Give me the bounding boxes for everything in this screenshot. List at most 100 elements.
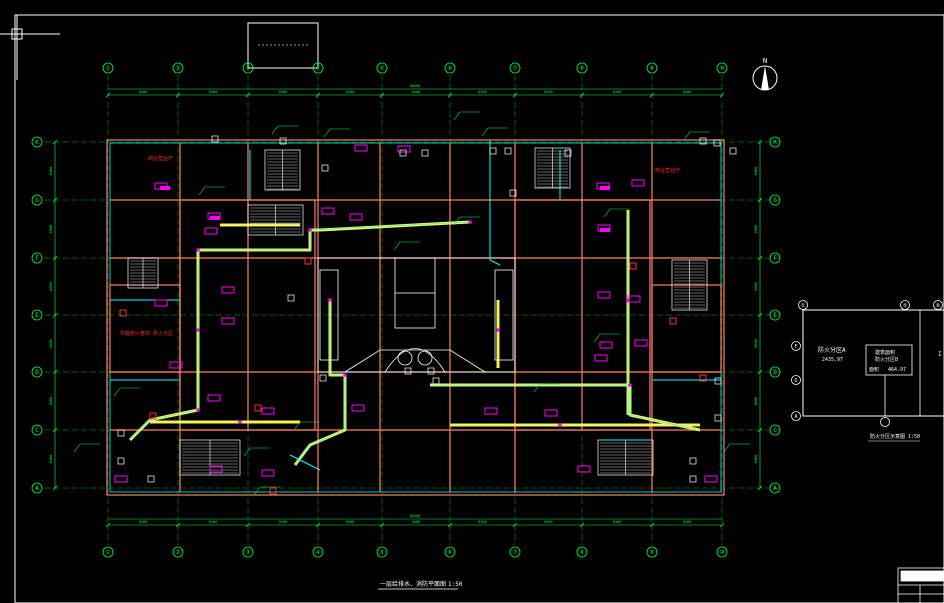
row-dim-label: 6600	[754, 339, 758, 347]
room-tag	[204, 227, 218, 235]
axis-row-label: G	[35, 197, 39, 204]
axis-bubble-row	[31, 136, 43, 148]
axis-bubble-col	[376, 62, 388, 74]
axis-bubble-row	[31, 309, 43, 321]
axis-col-label: ②	[175, 65, 180, 72]
note-leader	[683, 131, 691, 141]
inset-center-line2: 防火分区B	[875, 356, 898, 363]
bay-dim-label: 8400	[346, 520, 354, 524]
valve-dot	[496, 328, 500, 332]
bay-dim-label: 8400	[209, 520, 217, 524]
row-dim-label: 8400	[49, 167, 53, 175]
north-label: N	[763, 57, 767, 65]
axis-bubble-col	[242, 546, 254, 558]
inset-title: 防火分区示意图	[870, 433, 905, 440]
fixture-box	[714, 377, 722, 385]
room-tag	[169, 361, 183, 369]
room-tag	[627, 295, 641, 303]
axis-col-label: ④	[315, 65, 320, 72]
inset-col-bubble	[900, 300, 910, 310]
fixture-box	[714, 414, 722, 422]
inset-row-label: D	[794, 378, 797, 384]
axis-row-label: C	[35, 427, 39, 434]
fixture-box	[432, 377, 440, 385]
axis-row-label: E	[773, 312, 777, 319]
valve-dot	[196, 408, 200, 412]
room-label-right: 商业营业厅	[655, 167, 680, 174]
axis-col-label: ⑩	[719, 65, 724, 72]
bay-dim-label: 8400	[346, 90, 354, 94]
note-leader	[323, 128, 331, 138]
valve-dot	[468, 220, 472, 224]
valve-dot	[196, 328, 200, 332]
note-leader	[113, 387, 121, 397]
axis-row-label: E	[35, 312, 39, 319]
inset-row-bubble	[791, 375, 801, 385]
fire-zone-inset: 防火分区A 2435.97 建筑面积 防火分区B 面积 464.97 I 防火分…	[791, 300, 944, 442]
note-leader	[198, 186, 206, 196]
water-pipes	[128, 210, 701, 466]
axis-row-label: F	[773, 255, 777, 262]
axis-bubble-row	[769, 136, 781, 148]
axis-col-label: ⑤	[379, 65, 384, 72]
axis-col-label: ①	[105, 65, 110, 72]
axis-bubble-col	[172, 546, 184, 558]
fixture-box	[287, 294, 295, 302]
axis-col-label: ⑥	[447, 65, 452, 72]
hydrant-box	[119, 309, 127, 317]
axis-col-label: ③	[245, 549, 250, 556]
axis-bubble-row	[769, 252, 781, 264]
axis-bubble-col	[376, 546, 388, 558]
axis-col-label: ⑥	[447, 549, 452, 556]
fixture-box	[421, 149, 429, 157]
bay-dim-label: 8400	[613, 520, 621, 524]
note-leader	[253, 486, 261, 496]
valve-dot	[308, 228, 312, 232]
room-tag	[221, 286, 235, 294]
fixture-box	[729, 147, 737, 155]
valve-dot	[626, 298, 630, 302]
note-leader	[393, 241, 401, 251]
hydrant-box	[669, 317, 677, 325]
room-tag	[351, 404, 365, 412]
room-tag	[349, 213, 363, 221]
north-arrow-icon: N	[752, 57, 778, 91]
room-tag	[221, 317, 235, 325]
axis-bubble-row	[31, 366, 43, 378]
axis-col-label: ⑧	[579, 65, 584, 72]
room-tag	[354, 144, 368, 152]
note-leader	[603, 208, 611, 218]
fixture-box	[689, 475, 697, 483]
room-tag	[397, 145, 411, 153]
axis-bubble-col	[102, 62, 114, 74]
room-tag	[704, 475, 718, 483]
fixture-box	[211, 135, 219, 143]
room-tag	[154, 299, 168, 307]
room-tag-fill	[600, 228, 610, 232]
axis-bubble-row	[31, 424, 43, 436]
inset-col-label: ⑥	[936, 303, 941, 309]
stairwells	[127, 147, 708, 476]
room-tag	[114, 475, 128, 483]
drawing-title: 一层给排水、消防平面图 1:50	[378, 580, 463, 590]
row-dim-label: 6600	[49, 339, 53, 347]
valve-dot	[238, 420, 242, 424]
room-tag	[261, 407, 275, 415]
title-scale: 1:50	[448, 581, 463, 588]
room-tag	[594, 354, 608, 362]
room-labels: 商业营业厅 商业营业厅 中庭防火卷帘 防火分区	[120, 155, 680, 337]
fixture-box	[117, 429, 125, 437]
axis-bubble-col	[242, 62, 254, 74]
fire-pipes	[110, 140, 721, 471]
note-leader	[453, 111, 461, 121]
axis-col-label: ⑦	[512, 549, 517, 556]
note-leader	[271, 125, 279, 135]
axis-col-label: ⑤	[379, 549, 384, 556]
valve-dot	[558, 423, 562, 427]
axis-bubble-col	[646, 62, 658, 74]
axis-row-label: G	[773, 197, 777, 204]
axis-col-label: ⑧	[579, 549, 584, 556]
pipe-centerlines	[129, 210, 701, 466]
axis-bubble-col	[172, 62, 184, 74]
